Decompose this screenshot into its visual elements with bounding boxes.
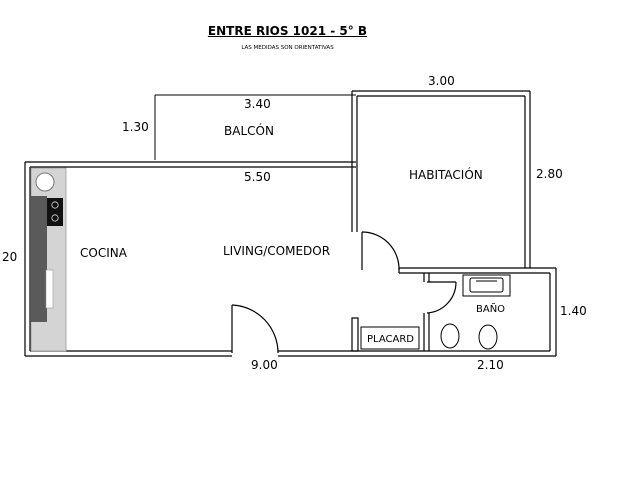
closet-box (360, 326, 420, 350)
dim-balcony-width: 3.40 (244, 97, 271, 111)
balcony-outline (154, 94, 356, 160)
dim-left-depth: 20 (2, 250, 17, 264)
room-label-balcony: BALCÓN (224, 123, 274, 138)
room-label-kitchen: COCINA (80, 246, 128, 260)
dim-bedroom-width: 3.00 (428, 74, 455, 88)
dim-living-width: 5.50 (244, 170, 271, 184)
entrance-door-icon (231, 304, 279, 354)
bathroom-door-icon (426, 281, 457, 314)
room-label-bathroom: BAÑO (476, 302, 505, 315)
plan-subtitle: LAS MEDIDAS SON ORIENTATIVAS (241, 45, 334, 51)
plan-title: ENTRE RIOS 1021 - 5° B (207, 24, 368, 38)
room-label-bedroom: HABITACIÓN (409, 167, 483, 182)
dim-balcony-depth: 1.30 (122, 120, 149, 134)
dim-total-width: 9.00 (251, 358, 278, 372)
sink-icon (35, 172, 55, 192)
dim-bathroom-depth: 1.40 (560, 304, 587, 318)
room-label-closet: PLACARD (367, 334, 414, 345)
toilet-icon (440, 323, 460, 349)
room-label-living: LIVING/COMEDOR (223, 244, 330, 258)
dim-bedroom-depth: 2.80 (536, 167, 563, 181)
bedroom-door-icon (361, 231, 400, 271)
main-walls (24, 90, 557, 357)
dim-bathroom-width: 2.10 (477, 358, 504, 372)
bathroom-sink-icon (462, 274, 511, 297)
bidet-icon (478, 324, 498, 350)
cooktop-icon (47, 198, 63, 226)
kitchen-counter (30, 167, 67, 352)
